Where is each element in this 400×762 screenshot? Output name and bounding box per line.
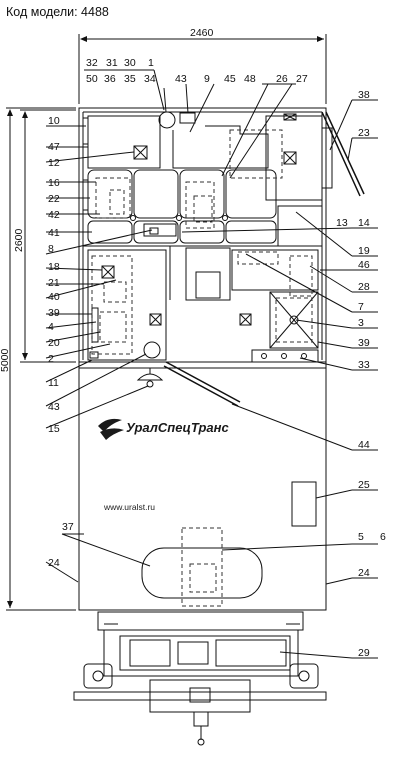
callout-33: 33 — [358, 359, 370, 371]
callout-43-top: 43 — [175, 73, 187, 85]
callout-10: 10 — [48, 115, 60, 127]
callout-22: 22 — [48, 193, 60, 205]
leader-lines — [45, 69, 378, 659]
dim-overall-width: 2460 — [190, 27, 214, 39]
callout-19: 19 — [358, 245, 370, 257]
body-outline — [78, 107, 327, 611]
callout-44: 44 — [358, 439, 370, 451]
callout-20: 20 — [48, 337, 60, 349]
dim-height-cabin: 2600 — [13, 228, 25, 252]
callout-29: 29 — [358, 647, 370, 659]
callout-6: 6 — [380, 531, 386, 543]
callout-27: 27 — [296, 73, 308, 85]
cargo-area — [136, 361, 317, 607]
callout-35: 35 — [124, 73, 136, 85]
callout-39-right: 39 — [358, 337, 370, 349]
callout-48: 48 — [244, 73, 256, 85]
callout-34: 34 — [144, 73, 156, 85]
callout-45: 45 — [224, 73, 236, 85]
callout-32: 32 — [86, 57, 98, 69]
callout-12: 12 — [48, 157, 60, 169]
brand-logo: УралСпецТранс www.uralst.ru — [98, 418, 229, 512]
callout-43-bottom: 43 — [48, 401, 60, 413]
callout-38: 38 — [358, 89, 370, 101]
callout-8: 8 — [48, 243, 54, 255]
callout-26: 26 — [276, 73, 288, 85]
callout-15: 15 — [48, 423, 60, 435]
callout-21: 21 — [48, 277, 60, 289]
callout-11: 11 — [48, 377, 59, 389]
callout-1: 1 — [148, 57, 154, 69]
callout-37: 37 — [62, 521, 74, 533]
callout-3: 3 — [358, 317, 364, 329]
callout-47: 47 — [48, 141, 60, 153]
callout-4: 4 — [48, 321, 54, 333]
callout-23: 23 — [358, 127, 370, 139]
callout-2: 2 — [48, 353, 54, 365]
dashed-furniture — [91, 129, 313, 355]
dim-height-total: 5000 — [0, 348, 11, 372]
callout-36: 36 — [104, 73, 116, 85]
callout-numbers: 32 31 30 1 50 36 35 34 43 9 45 48 26 27 … — [48, 57, 386, 659]
callout-39-left: 39 — [48, 307, 60, 319]
dimension-lines — [6, 34, 327, 611]
callout-18: 18 — [48, 261, 60, 273]
model-code-label: Код модели: 4488 — [6, 5, 109, 19]
callout-24-left: 24 — [48, 557, 60, 569]
callout-13: 13 — [336, 217, 348, 229]
callout-30: 30 — [124, 57, 136, 69]
callout-16: 16 — [48, 177, 60, 189]
callout-7: 7 — [358, 301, 364, 313]
callout-31: 31 — [106, 57, 118, 69]
callout-9: 9 — [204, 73, 210, 85]
callout-14: 14 — [358, 217, 370, 229]
callout-5: 5 — [358, 531, 364, 543]
chassis — [73, 611, 327, 746]
callout-24-right: 24 — [358, 567, 370, 579]
cabin-interior — [82, 111, 365, 363]
callout-41: 41 — [48, 227, 60, 239]
callout-46: 46 — [358, 259, 370, 271]
callout-42: 42 — [48, 209, 60, 221]
callout-40: 40 — [48, 291, 60, 303]
website-text: www.uralst.ru — [103, 502, 155, 512]
callout-28: 28 — [358, 281, 370, 293]
logo-text: УралСпецТранс — [126, 420, 229, 435]
callout-50: 50 — [86, 73, 98, 85]
callout-25: 25 — [358, 479, 370, 491]
